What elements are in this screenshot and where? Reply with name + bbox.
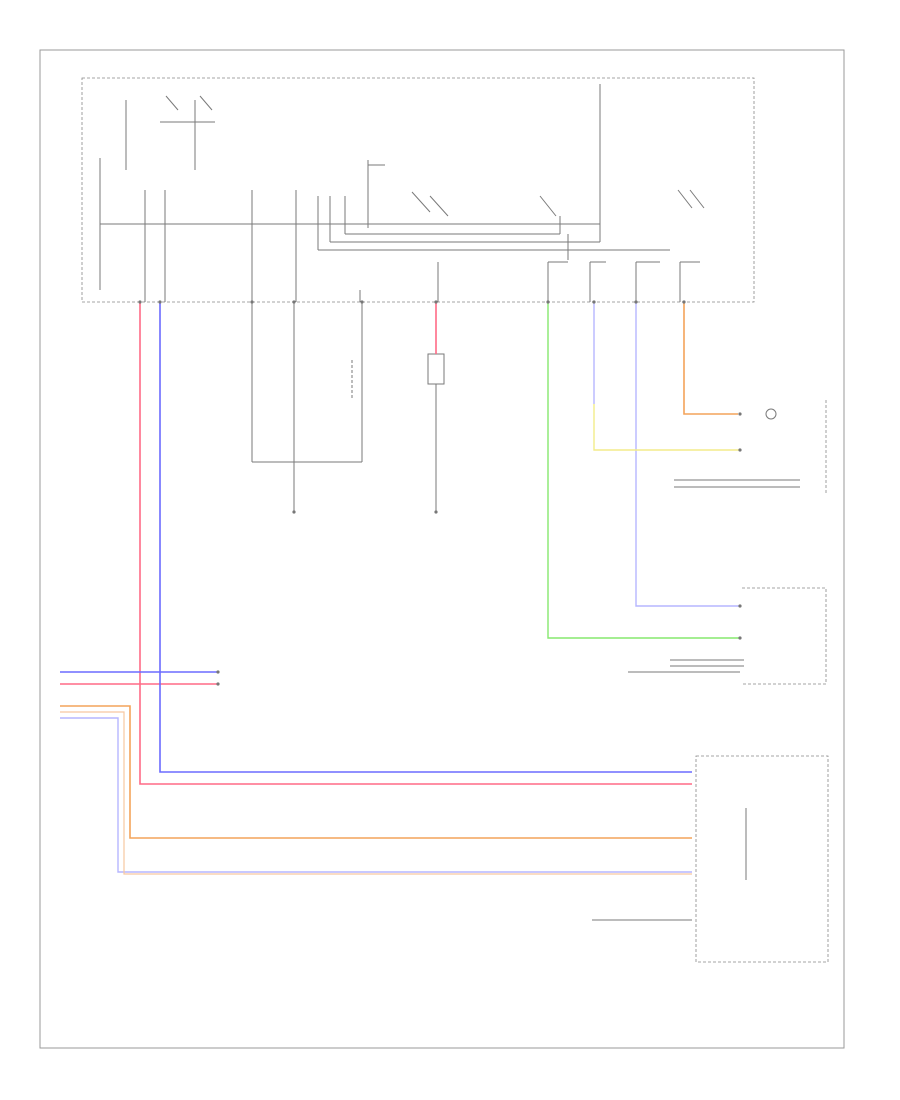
connector-pins (138, 300, 742, 686)
wire-blue (60, 302, 692, 773)
diagram-border (39, 49, 845, 1049)
wire-lavender (60, 302, 740, 873)
wire-green (547, 302, 740, 639)
wire-orange (60, 302, 738, 839)
control-module-box (81, 77, 755, 303)
ground-circuits (251, 302, 800, 921)
wire-yellow (593, 404, 740, 451)
wire-peach (60, 711, 692, 875)
connector-boxes (695, 400, 829, 963)
wire-red (60, 302, 692, 785)
module-internals (99, 84, 705, 302)
